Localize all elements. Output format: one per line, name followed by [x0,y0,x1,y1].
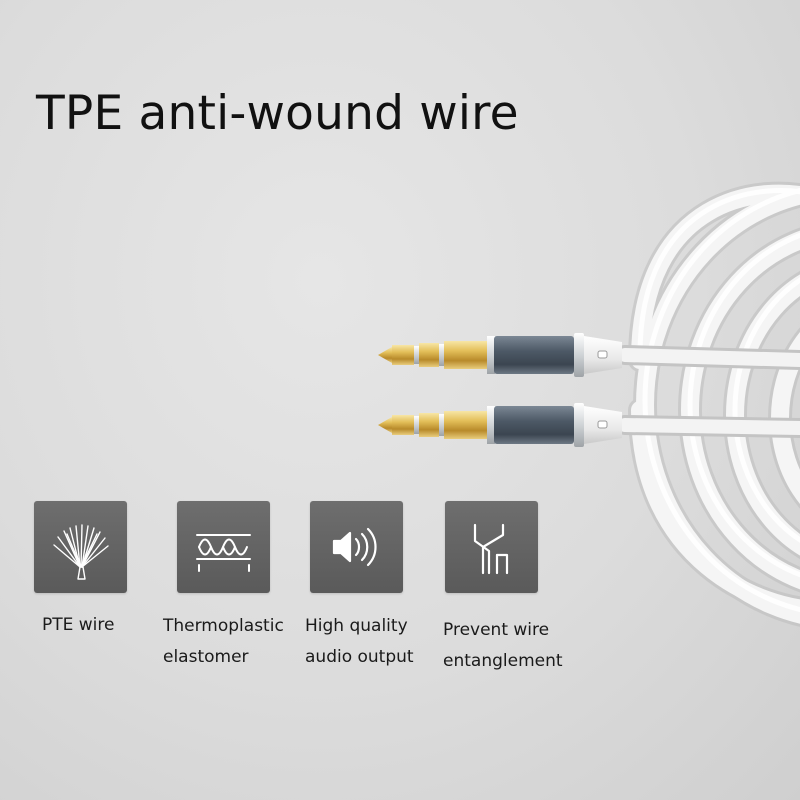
coil-waves-icon [177,501,270,593]
jack-plug-bottom [378,403,622,447]
feature-label-audio-output: High quality audio output [305,616,414,667]
jack-plug-top [378,333,622,377]
feature-label-pte-wire: PTE wire [42,615,115,635]
feature-label-thermoplastic: Thermoplastic elastomer [163,616,284,667]
untangled-wire-icon [445,501,538,593]
page-title: TPE anti-wound wire [36,86,519,141]
speaker-sound-icon [310,501,403,593]
feature-label-prevent-entanglement: Prevent wire entanglement [443,620,563,671]
fiber-bundle-icon [34,501,127,593]
cable-coil [615,181,800,627]
